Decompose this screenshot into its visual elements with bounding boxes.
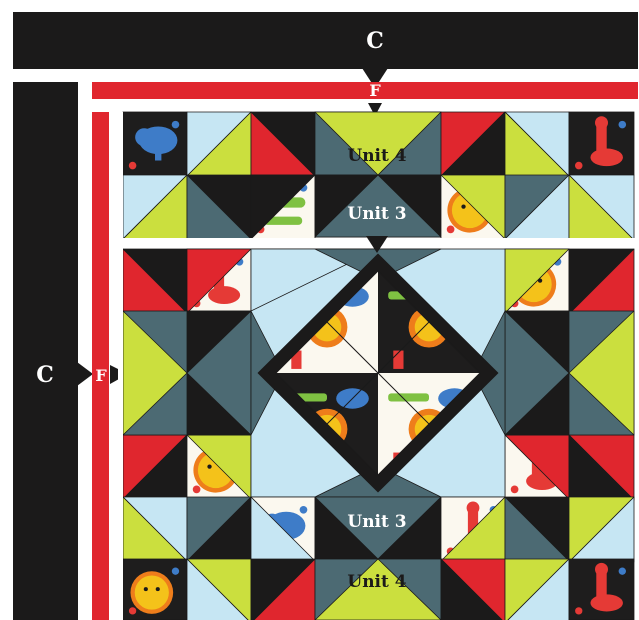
- fabric-dot: [129, 162, 137, 170]
- unit-3-label-top: Unit 3: [347, 204, 406, 224]
- crocodile-print-icon: [388, 393, 429, 401]
- fabric-dot: [575, 607, 582, 614]
- fabric-dot: [447, 226, 455, 234]
- quilt-center: [118, 112, 639, 620]
- giraffe-print-icon: [590, 594, 623, 611]
- unit-3-label-bottom: Unit 3: [347, 512, 406, 532]
- fabric-dot: [619, 568, 626, 575]
- elephant-print-icon: [135, 128, 153, 146]
- fabric-dot: [193, 486, 201, 494]
- giraffe-print-icon: [590, 149, 623, 167]
- lion-print-icon: [144, 587, 148, 591]
- border-c-top-label: C: [366, 28, 384, 54]
- fabric-dot: [129, 607, 136, 614]
- giraffe-print-icon: [208, 286, 240, 304]
- border-f-top-label: F: [369, 81, 381, 100]
- fabric-dot: [172, 121, 180, 129]
- fabric-dot: [619, 121, 627, 129]
- giraffe-print-icon: [595, 563, 608, 576]
- giraffe-print-icon: [393, 351, 403, 369]
- elephant-print-icon: [155, 148, 161, 161]
- fabric-dot: [575, 162, 583, 170]
- border-c-left: [13, 82, 78, 620]
- border-f-left-label: F: [95, 366, 107, 385]
- lion-print-icon: [461, 204, 465, 208]
- sashing: [118, 112, 123, 620]
- giraffe-print-icon: [467, 501, 480, 514]
- unit-4-label-top: Unit 4: [347, 146, 406, 166]
- lion-print-icon: [207, 464, 211, 468]
- border-f-top: [92, 82, 638, 99]
- border-c-left-label: C: [36, 362, 54, 388]
- lion-print-icon: [156, 587, 160, 591]
- giraffe-print-icon: [595, 116, 608, 129]
- lion-print-icon: [135, 575, 169, 609]
- unit-4-label-bottom: Unit 4: [347, 572, 406, 592]
- fabric-dot: [172, 568, 179, 575]
- fabric-dot: [511, 486, 519, 494]
- border-c-top: [13, 12, 638, 69]
- fabric-dot: [300, 506, 308, 514]
